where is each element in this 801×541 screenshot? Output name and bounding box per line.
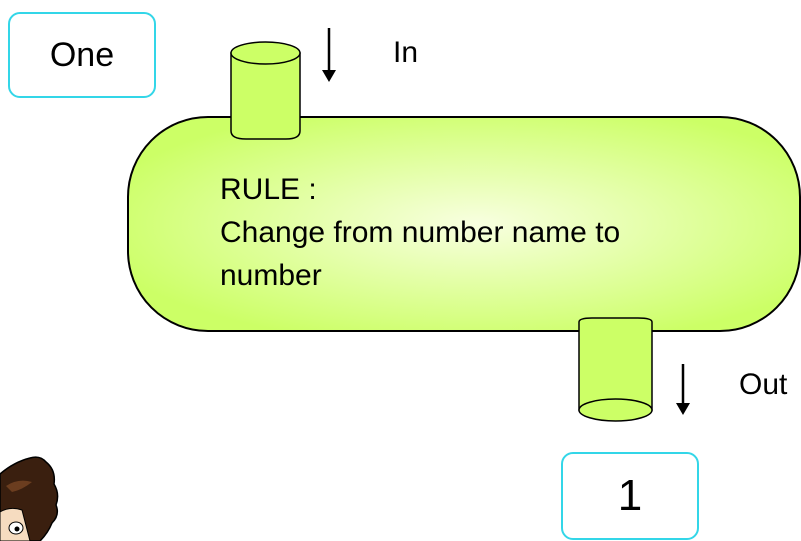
output-value: 1 bbox=[617, 471, 643, 520]
rule-title: RULE : bbox=[220, 173, 317, 206]
out-label: Out bbox=[739, 368, 788, 401]
cartoon-boy-icon bbox=[0, 456, 59, 541]
in-arrow-icon bbox=[322, 28, 336, 82]
out-arrow-icon bbox=[676, 364, 690, 415]
input-pipe bbox=[230, 41, 301, 140]
output-pipe bbox=[578, 317, 653, 422]
machine-body bbox=[127, 116, 801, 332]
input-value: One bbox=[49, 35, 115, 74]
machine-rule-text: RULE : Change from number name to number bbox=[220, 168, 740, 297]
rule-line-2: number bbox=[220, 259, 322, 292]
in-label: In bbox=[393, 36, 419, 69]
input-box: One bbox=[8, 12, 156, 98]
output-box: 1 bbox=[561, 452, 699, 540]
rule-line-1: Change from number name to bbox=[220, 216, 621, 249]
